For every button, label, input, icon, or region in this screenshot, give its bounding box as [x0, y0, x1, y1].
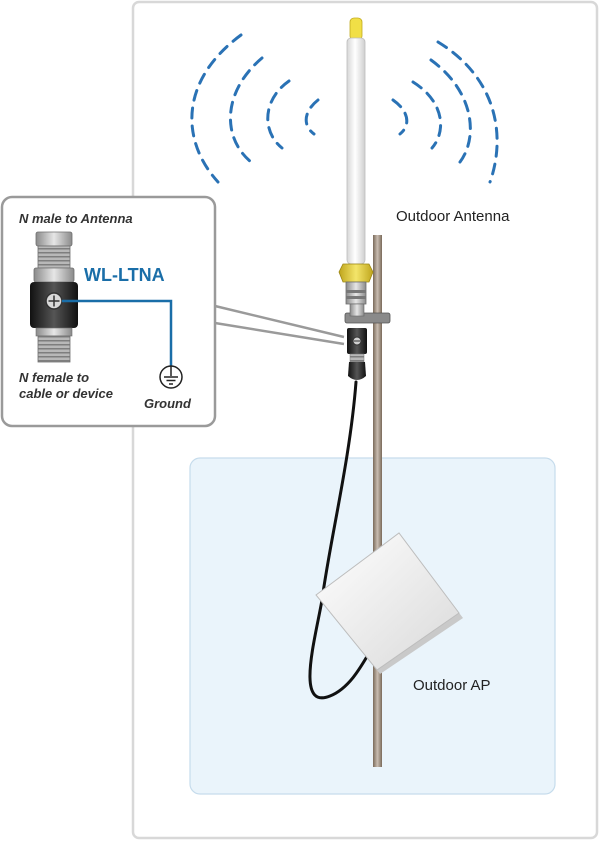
outdoor-ap-label: Outdoor AP [413, 677, 491, 694]
ground-wire [62, 299, 173, 366]
outdoor-antenna [338, 17, 374, 305]
outdoor-antenna-label: Outdoor Antenna [396, 208, 510, 225]
outdoor-ap-panel [315, 532, 463, 674]
arrestor-on-pole [347, 303, 367, 380]
n-female-label: N female to cable or device [19, 370, 113, 402]
ground-symbol-icon [159, 365, 183, 389]
n-male-label: N male to Antenna [19, 211, 133, 226]
ground-label: Ground [144, 396, 191, 411]
n-female-line2: cable or device [19, 386, 113, 401]
callout-leader [214, 304, 345, 346]
coax-cable [308, 380, 374, 700]
arrestor-detail [30, 231, 78, 363]
mounting-pole [373, 235, 382, 767]
wireless-signal-icon [190, 33, 499, 184]
n-female-line1: N female to [19, 370, 90, 385]
model-label: WL-LTNA [84, 265, 165, 285]
